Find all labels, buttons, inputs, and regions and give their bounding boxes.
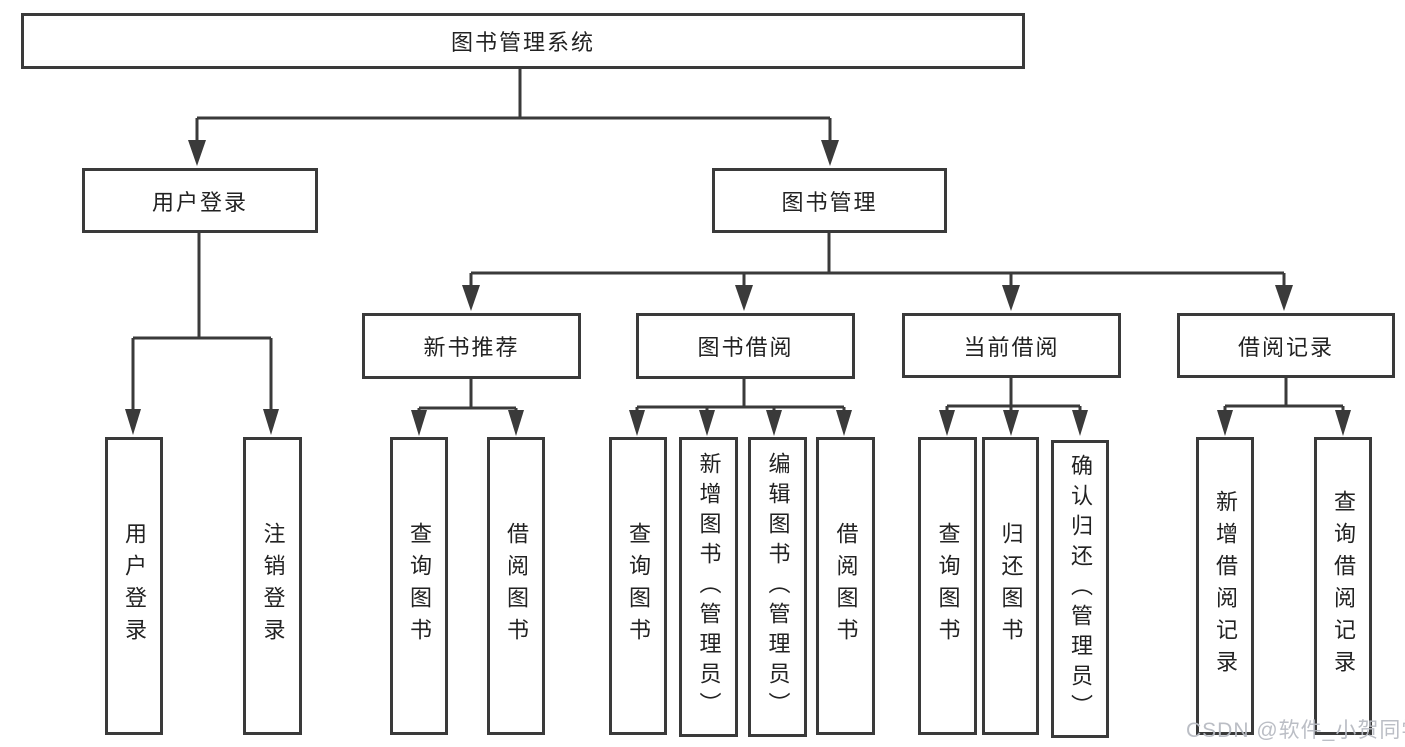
csdn-watermark: CSDN @软件_小贺同学	[1186, 719, 1405, 742]
node-borrowing-records: 借阅记录	[1177, 313, 1395, 378]
node-borrowing-records-label: 借阅记录	[1237, 334, 1334, 360]
leaf-borrowing-add-books-admin-label: 新增图书（管理员）	[696, 452, 722, 722]
leaf-records-add-record: 新增借阅记录	[1196, 437, 1254, 735]
leaf-current-return-books-label: 归还图书	[998, 522, 1024, 650]
node-system-root: 图书管理系统	[21, 13, 1025, 69]
leaf-borrowing-query-books-label: 查询图书	[626, 522, 651, 650]
leaf-current-return-books: 归还图书	[982, 437, 1039, 735]
leaf-borrowing-borrow-books-label: 借阅图书	[833, 522, 859, 650]
node-user-login: 用户登录	[82, 168, 318, 233]
leaf-current-confirm-return-admin: 确认归还（管理员）	[1051, 440, 1109, 738]
leaf-recommend-borrow-books-label: 借阅图书	[504, 522, 529, 650]
leaf-logout: 注销登录	[243, 437, 302, 735]
leaf-records-query-record-label: 查询借阅记录	[1331, 490, 1356, 682]
node-new-book-recommendation: 新书推荐	[362, 313, 581, 379]
leaf-borrowing-edit-books-admin-label: 编辑图书（管理员）	[765, 452, 791, 722]
node-book-management-label: 图书管理	[781, 189, 878, 215]
leaf-records-query-record: 查询借阅记录	[1314, 437, 1372, 735]
node-book-borrowing: 图书借阅	[636, 313, 855, 379]
leaf-borrowing-query-books: 查询图书	[609, 437, 667, 735]
leaf-current-query-books: 查询图书	[918, 437, 977, 735]
leaf-recommend-query-books: 查询图书	[390, 437, 448, 735]
node-current-borrowing: 当前借阅	[902, 313, 1121, 378]
leaf-borrowing-add-books-admin: 新增图书（管理员）	[679, 437, 738, 737]
leaf-records-add-record-label: 新增借阅记录	[1213, 490, 1238, 682]
leaf-recommend-query-books-label: 查询图书	[407, 522, 432, 650]
node-current-borrowing-label: 当前借阅	[963, 334, 1060, 360]
leaf-current-confirm-return-admin-label: 确认归还（管理员）	[1068, 454, 1093, 724]
node-book-borrowing-label: 图书借阅	[697, 335, 794, 360]
leaf-logout-label: 注销登录	[260, 522, 286, 650]
node-book-management: 图书管理	[712, 168, 947, 233]
node-user-login-label: 用户登录	[151, 189, 248, 215]
node-system-root-label: 图书管理系统	[450, 30, 595, 55]
node-new-book-recommendation-label: 新书推荐	[423, 335, 520, 360]
leaf-borrowing-edit-books-admin: 编辑图书（管理员）	[748, 437, 807, 737]
leaf-borrowing-borrow-books: 借阅图书	[816, 437, 875, 735]
leaf-recommend-borrow-books: 借阅图书	[487, 437, 545, 735]
leaf-current-query-books-label: 查询图书	[935, 522, 961, 650]
leaf-user-login: 用户登录	[105, 437, 163, 735]
leaf-user-login-label: 用户登录	[122, 522, 147, 650]
